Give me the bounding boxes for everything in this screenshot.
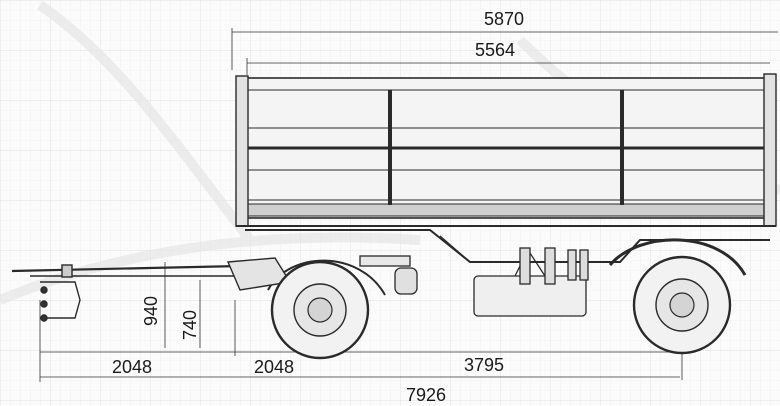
dimension-drawbar: 2048 <box>112 357 153 377</box>
dimension-height-740: 740 <box>180 309 200 341</box>
rear-wheel <box>632 255 732 355</box>
dimension-body-length: 5564 <box>475 40 516 60</box>
dimension-front-axle-offset: 2048 <box>254 357 295 377</box>
dimension-wheelbase: 3795 <box>464 355 505 375</box>
chassis <box>245 229 770 317</box>
dimension-overall-length: 7926 <box>406 385 447 405</box>
front-wheel <box>270 260 370 360</box>
dimension-overall-width: 5870 <box>484 9 525 29</box>
cargo-body <box>235 73 777 227</box>
dimension-height-940: 940 <box>141 295 161 327</box>
drawbar <box>11 257 292 322</box>
dimension-lines <box>39 28 778 382</box>
